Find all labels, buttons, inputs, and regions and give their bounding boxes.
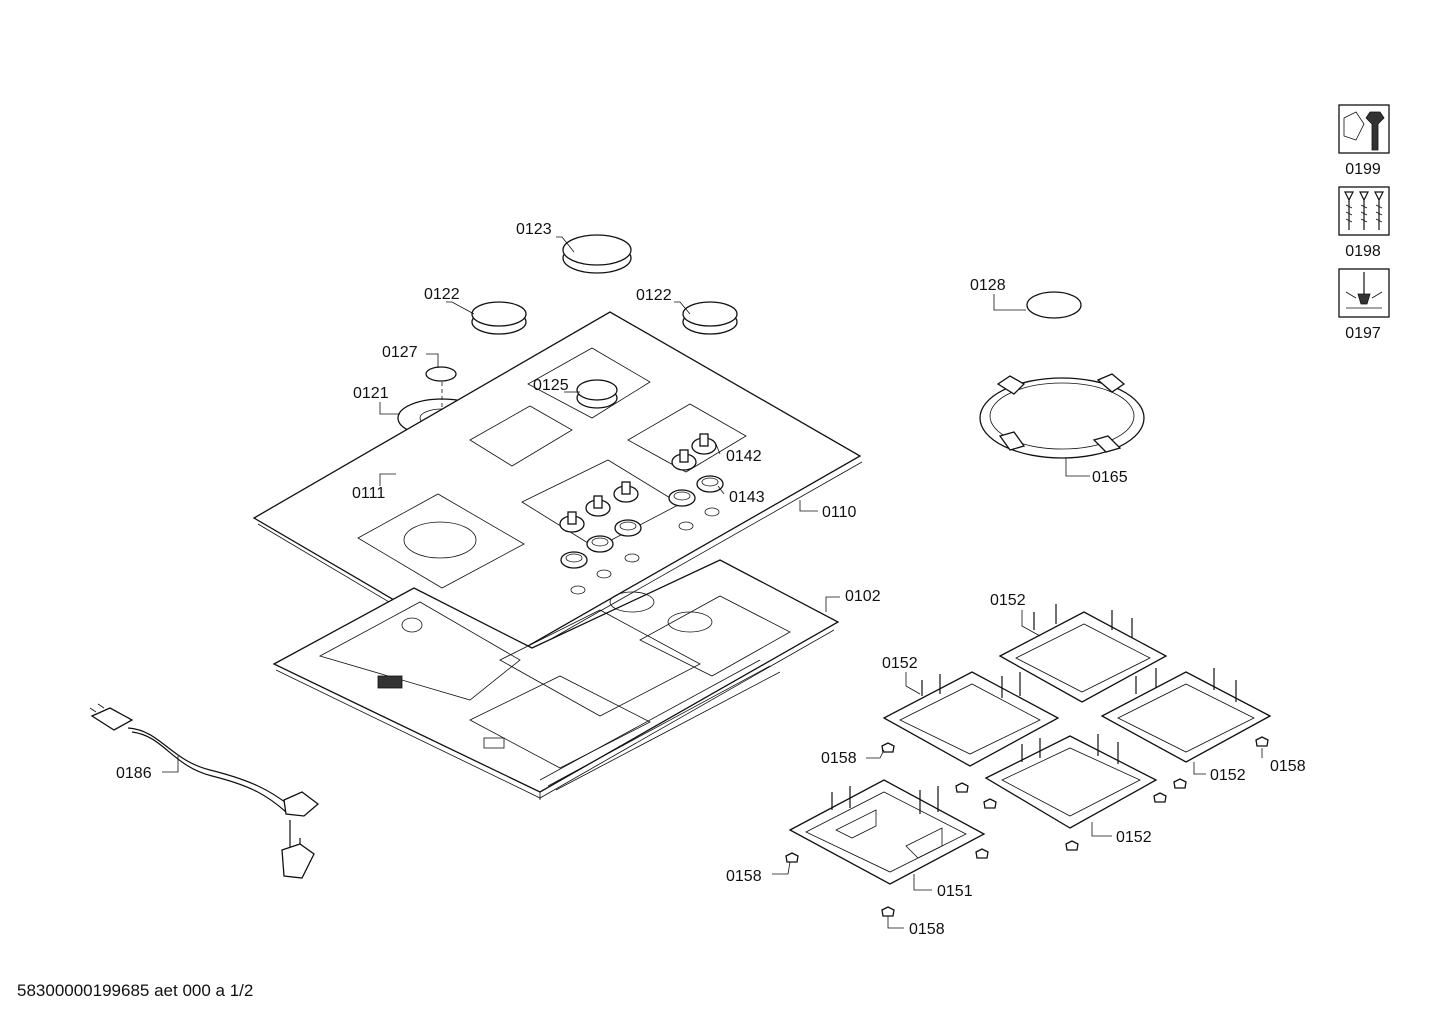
callout-0128: 0128 — [970, 277, 1006, 294]
large-burner-cap — [562, 234, 632, 274]
wok-ring — [979, 373, 1145, 459]
wrench-nut-icon — [1338, 104, 1390, 154]
knob — [613, 481, 639, 503]
callout-0102: 0102 — [845, 588, 881, 605]
document-footer-code: 58300000199685 aet 000 a 1/2 — [17, 981, 254, 1000]
small-cap-0127 — [425, 366, 457, 382]
callout-0152-top: 0152 — [990, 592, 1026, 609]
callout-0143: 0143 — [729, 489, 765, 506]
callout-0152-center: 0152 — [1116, 829, 1152, 846]
callout-0127: 0127 — [382, 344, 418, 361]
callout-labels: 0123 0122 0122 0127 0121 0125 0111 0142 … — [116, 221, 1306, 938]
screwdriver-icon — [1338, 268, 1390, 318]
screws-icon — [1338, 186, 1390, 236]
knob — [559, 511, 585, 533]
knob-rings — [560, 475, 724, 595]
callout-0122-left: 0122 — [424, 286, 460, 303]
control-knobs — [559, 433, 717, 533]
legend-label-0199: 0199 — [1345, 161, 1381, 178]
callout-0158-b: 0158 — [1270, 758, 1306, 775]
callout-0158-a: 0158 — [821, 750, 857, 767]
callout-0125: 0125 — [533, 377, 569, 394]
callout-0158-d: 0158 — [909, 921, 945, 938]
callout-0158-c: 0158 — [726, 868, 762, 885]
knob — [585, 495, 611, 517]
callout-0165: 0165 — [1092, 469, 1128, 486]
callout-0152-right: 0152 — [1210, 767, 1246, 784]
pan-support-center — [984, 734, 1158, 829]
callout-0186: 0186 — [116, 765, 152, 782]
legend-label-0198: 0198 — [1345, 243, 1381, 260]
callout-0110: 0110 — [822, 504, 857, 521]
callout-0142: 0142 — [726, 448, 762, 465]
callout-0151: 0151 — [937, 883, 973, 900]
burner-cap-right — [682, 301, 738, 335]
base-tray — [272, 559, 840, 800]
knob — [671, 449, 697, 471]
power-cable — [89, 703, 320, 879]
burner-cap-left — [471, 301, 527, 335]
pan-support-0151 — [788, 779, 986, 885]
callout-0152-left: 0152 — [882, 655, 918, 672]
rubber-feet — [785, 736, 1269, 917]
leader-lines — [162, 236, 1263, 929]
callout-0122-right: 0122 — [636, 287, 672, 304]
pan-support-left — [882, 671, 1060, 767]
callout-0111: 0111 — [352, 485, 385, 502]
hob-top-plate — [252, 311, 863, 669]
callout-0123: 0123 — [516, 221, 552, 238]
callout-0121: 0121 — [353, 385, 389, 402]
knob — [691, 433, 717, 455]
legend-label-0197: 0197 — [1345, 325, 1381, 342]
wok-cap — [1026, 291, 1082, 319]
pan-support-right — [1100, 668, 1272, 763]
pan-support-top — [998, 604, 1168, 703]
